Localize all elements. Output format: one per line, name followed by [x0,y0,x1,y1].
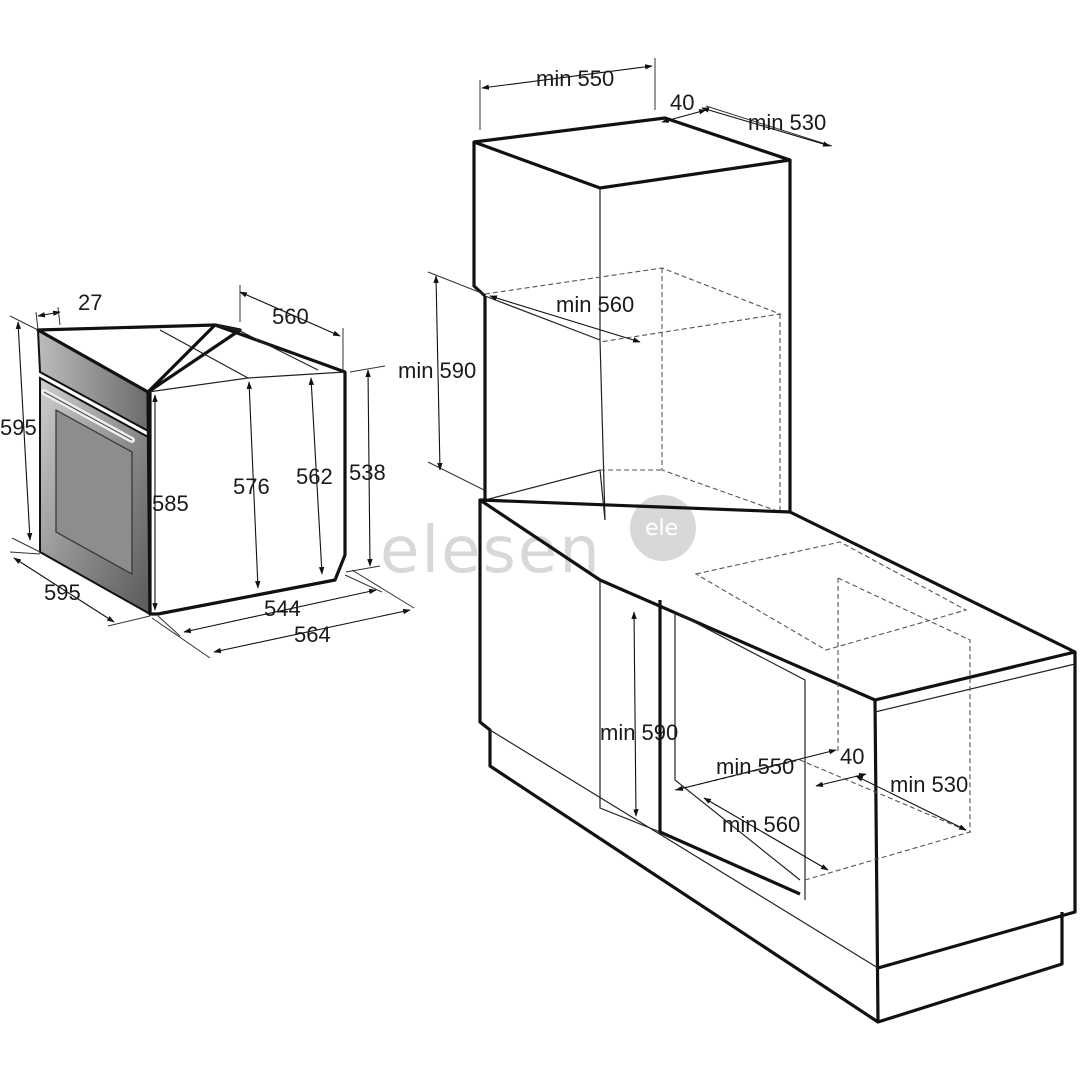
dim-under-counter-depth: min 530 [890,772,968,797]
worktop-edge [874,663,1076,713]
dim-under-counter-inner-depth: min 560 [722,812,800,837]
base-door-edge [599,580,661,833]
base-front-corner [873,699,880,1023]
worktop [478,498,1077,702]
watermark: elesen ele [380,495,696,588]
dim-front-height: 595 [0,415,37,440]
niche-inner-left [674,612,801,881]
column-niche-floor [484,469,606,521]
column-niche-inner [484,295,606,521]
door-window [55,408,133,576]
dim-column-inner-depth: min 560 [556,292,634,317]
niche-dashed-back-right [837,577,971,832]
niche-left-frame [658,600,801,896]
base-outline [478,500,1064,1024]
dim-body-height-1: 576 [233,474,270,499]
dim-front-width: 595 [44,580,81,605]
dim-column-top-depth: min 530 [748,110,826,135]
oven-top-back [214,324,319,371]
plinth-line [489,729,879,969]
door-handle-edge [43,391,133,441]
dim-panel-depth: 27 [78,290,102,315]
column-niche-dashed-back [661,268,781,513]
kitchen-dimension-lines [427,58,967,871]
oven-top-ridge [159,329,249,379]
base-right-edge [877,652,1077,970]
dim-overall-width: 564 [294,622,331,647]
watermark-text: elesen [380,514,602,588]
watermark-badge-text: ele [645,516,678,541]
column-left-edge [472,142,487,298]
watermark-badge-icon [630,495,696,561]
dim-column-top-width: min 550 [536,66,614,91]
oven-drawing [36,323,347,616]
oven-top-edge [147,371,346,393]
dim-body-height-2: 562 [296,464,333,489]
kitchen-unit-drawing [472,116,1077,1024]
column-top [472,116,792,190]
dim-top-depth: 560 [272,304,309,329]
column-niche-dashed-top [484,267,783,343]
dim-body-width: 544 [264,596,301,621]
dim-column-niche-height: min 590 [398,358,476,383]
dim-under-counter-niche-width: min 550 [716,754,794,779]
hob-cutout [694,541,968,651]
kitchen-dimension-labels: min 550 40 min 530 min 560 min 590 min 5… [398,66,968,837]
dim-side-height: 585 [152,491,189,516]
dim-under-counter-niche-height: min 590 [600,720,678,745]
dim-column-top-gap: 40 [670,90,694,115]
dim-rear-height: 538 [349,460,386,485]
dim-under-counter-gap: 40 [840,744,864,769]
oven-dimension-labels: 27 560 595 585 576 562 538 595 544 564 [0,290,386,647]
oven-dimension-lines [9,285,415,659]
